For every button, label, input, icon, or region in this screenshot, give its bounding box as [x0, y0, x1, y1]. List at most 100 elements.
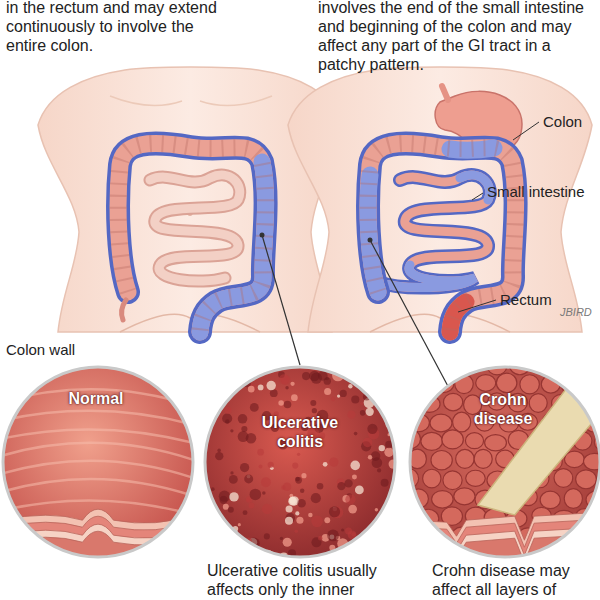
ulcer-spot: [225, 419, 229, 423]
ulcer-spot: [311, 373, 322, 384]
ulcer-spot: [284, 401, 292, 409]
cobblestone: [553, 545, 572, 559]
ulcer-spot: [360, 365, 364, 367]
node-title: Crohn disease: [453, 390, 553, 428]
ulcer-spot: [379, 445, 385, 451]
ulcer-spot: [215, 452, 223, 460]
cobblestone: [431, 450, 452, 469]
cobblestone: [576, 545, 595, 559]
ulcer-spot: [285, 517, 293, 525]
cobblestone: [430, 414, 452, 432]
ulcer-spot: [384, 448, 393, 457]
ulcer-spot: [237, 365, 246, 371]
cobblestone: [585, 375, 600, 392]
ulcer-spot: [230, 540, 238, 548]
lens-rim: [205, 367, 395, 557]
ulcer-spot: [215, 522, 222, 529]
ulcer-spot: [270, 389, 278, 397]
ulcer-spot: [337, 482, 345, 490]
ulcer-spot: [264, 533, 270, 539]
colon-haustra: [118, 143, 266, 332]
ulcer-spot: [351, 395, 359, 403]
ulcer-spot: [300, 489, 304, 493]
cobblestone: [593, 544, 600, 559]
ulcer-spot: [363, 438, 372, 447]
ulcer-spot: [238, 523, 241, 526]
node-text-group: Crohn disease: [453, 390, 553, 428]
cobblestone: [443, 471, 462, 490]
chest-line: [110, 96, 272, 105]
colon: [368, 143, 516, 332]
ulcer-spot: [297, 499, 305, 507]
ulcer-spot: [361, 553, 367, 559]
wall-layer: [408, 534, 600, 559]
ulcer-spot: [317, 483, 324, 490]
ulcer-spot: [219, 552, 230, 559]
ulcer-spot: [248, 386, 255, 393]
ulcer-spot: [238, 431, 249, 442]
cobblestone: [409, 526, 427, 543]
ulcer-spot: [223, 504, 229, 510]
torso-outline: [288, 67, 592, 332]
ulcer-spot: [245, 543, 248, 546]
ulcer-spot: [381, 479, 389, 487]
ulcer-spot: [219, 533, 224, 538]
leader-line: [513, 122, 539, 140]
cobblestone: [573, 365, 593, 373]
colon: [118, 143, 266, 332]
tissue-view: [408, 365, 600, 559]
torso-outline: [38, 67, 342, 332]
ulcer-spot: [283, 482, 292, 491]
ulcer-spot: [323, 462, 328, 467]
ulcer-spot: [235, 555, 241, 559]
crohn-wall-view: Crohn disease: [408, 365, 600, 559]
cobblestone: [485, 435, 507, 451]
tissue-view: [203, 365, 397, 559]
ulcer-spot: [229, 492, 238, 501]
appendix: [122, 300, 126, 320]
part-label: Small intestine: [487, 182, 585, 201]
ulcer-spot: [345, 527, 352, 534]
ulcer-spot: [310, 400, 316, 406]
cobblestone: [454, 488, 475, 505]
leader-line: [370, 240, 450, 390]
ulcer-spot: [374, 542, 385, 553]
ulcer-spot: [230, 471, 233, 474]
ulcer-spot: [244, 474, 253, 483]
ulcer-spot: [308, 513, 313, 518]
ulcer-spot: [377, 468, 381, 472]
small-intestine: [378, 175, 490, 288]
ulcer-spot: [366, 408, 374, 416]
ulcer-spot: [362, 365, 374, 377]
right-figure: [288, 67, 592, 332]
ulcer-spot: [382, 527, 391, 536]
ulcer-spot: [258, 385, 264, 391]
ulcer-spot: [231, 550, 240, 559]
ulcer-spot: [344, 479, 352, 487]
ulcer-spot: [262, 504, 272, 514]
cobblestone: [583, 453, 600, 470]
ulcer-spot: [233, 548, 237, 552]
ulcer-spot: [238, 414, 248, 424]
ulcer-spot: [345, 494, 355, 504]
node-text-group: Ulcerative colitis: [245, 413, 355, 451]
ulcer-spot: [375, 508, 378, 511]
ulcer-spot: [312, 408, 317, 413]
cobblestone: [597, 394, 600, 413]
cobblestone: [564, 451, 584, 467]
ulcer-spot: [290, 382, 294, 386]
tissue-surface: [203, 365, 397, 559]
cobblestone: [432, 491, 454, 509]
circle-outline: [203, 365, 397, 559]
ulcer-spot: [380, 540, 384, 544]
section-label: Colon wall: [6, 340, 75, 359]
esophagus: [442, 86, 448, 100]
inflamed-intestine: [378, 175, 490, 288]
ulcer-spot: [230, 429, 233, 432]
cobblestone: [421, 547, 441, 559]
ulcer-spot: [391, 367, 397, 377]
ulcer-spot: [381, 537, 386, 542]
cobblestone: [576, 470, 597, 489]
ulcer-spot: [278, 400, 284, 406]
wall-layer: [1, 509, 195, 559]
